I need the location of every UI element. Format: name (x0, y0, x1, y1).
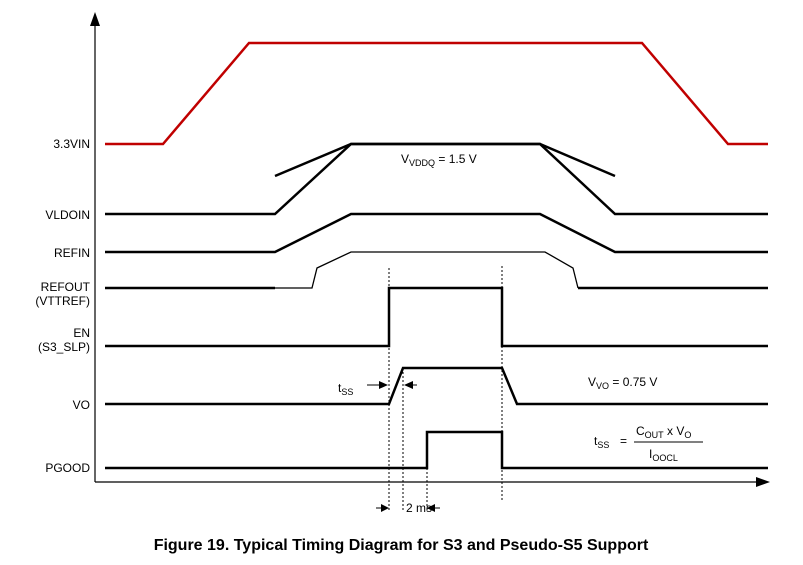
vddq-label: VVDDQ = 1.5 V (401, 152, 477, 168)
waveform-en (105, 286, 768, 348)
y-axis-arrow (90, 12, 100, 26)
waveform-refout-ramp (275, 251, 579, 289)
signal-labels: 3.3VIN VLDOIN REFIN REFOUT (VTTREF) EN (… (35, 137, 90, 475)
tss-arrow-label: tSS (338, 381, 353, 397)
label-en: EN (73, 326, 90, 340)
label-refout: REFOUT (41, 280, 91, 294)
waveforms (105, 41, 768, 470)
label-3v3vin: 3.3VIN (53, 137, 90, 151)
waveform-vldoin (105, 142, 768, 216)
interval-arrows (376, 504, 440, 512)
interval-right-arrowhead (427, 504, 435, 512)
tss-arrowhead-left (379, 381, 388, 389)
axes (90, 12, 770, 487)
tss-formula-denominator: IOOCL (649, 447, 678, 463)
waveform-3v3vin (105, 41, 768, 146)
timing-markers (388, 266, 503, 512)
label-vldoin: VLDOIN (45, 208, 90, 222)
label-pgood: PGOOD (45, 461, 90, 475)
tss-formula-lhs: tSS (594, 434, 609, 450)
label-refout-sub: (VTTREF) (35, 294, 90, 308)
label-en-sub: (S3_SLP) (38, 340, 90, 354)
vvo-label: VVO = 0.75 V (588, 375, 657, 391)
tss-formula-numerator: COUT x VO (636, 424, 691, 440)
interval-label: 2 ms (406, 501, 432, 515)
figure-caption: Figure 19. Typical Timing Diagram for S3… (154, 537, 649, 554)
tss-arrows (367, 381, 417, 389)
waveform-pgood (105, 430, 768, 470)
tss-formula-eq: = (620, 434, 627, 448)
waveform-refin (105, 212, 768, 254)
label-vo: VO (73, 398, 90, 412)
x-axis-arrow (756, 477, 770, 487)
label-refin: REFIN (54, 246, 90, 260)
interval-left-arrowhead (381, 504, 389, 512)
waveform-vo (105, 366, 768, 406)
tss-arrowhead-right (404, 381, 413, 389)
tss-formula: tSS = COUT x VO IOOCL (594, 424, 703, 463)
